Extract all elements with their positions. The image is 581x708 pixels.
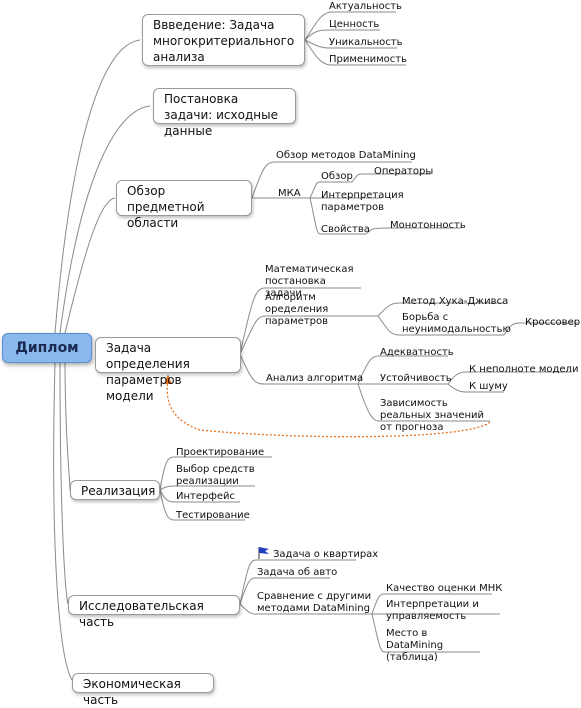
leaf-tool-choice[interactable]: Выбор средств реализации bbox=[176, 464, 255, 487]
leaf-stability[interactable]: Устойчивость bbox=[380, 373, 452, 384]
node-domain-review[interactable]: Обзор предметной области bbox=[116, 180, 252, 230]
leaf-testing[interactable]: Тестирование bbox=[176, 510, 250, 521]
leaf-ols-quality[interactable]: Качество оценки МНК bbox=[386, 583, 503, 594]
leaf-model-incompleteness[interactable]: К неполноте модели bbox=[469, 364, 579, 375]
leaf-apartments-task[interactable]: Задача о квартирах bbox=[273, 549, 379, 560]
node-introduction[interactable]: Ввведение: Задача многокритериального ан… bbox=[142, 14, 305, 66]
node-implementation[interactable]: Реализация bbox=[70, 480, 160, 500]
leaf-noise[interactable]: К шуму bbox=[469, 381, 508, 392]
leaf-uniqueness[interactable]: Уникальность bbox=[329, 37, 403, 48]
relationship-arrow bbox=[166, 379, 491, 438]
node-parameter-task[interactable]: Задача определения параметров модели bbox=[95, 337, 241, 403]
leaf-datamining-review[interactable]: Обзор методов DataMining bbox=[276, 150, 416, 161]
leaf-properties[interactable]: Свойства bbox=[321, 224, 370, 235]
leaf-value[interactable]: Ценность bbox=[329, 19, 380, 30]
leaf-hooke-jeeves[interactable]: Метод Хука-Дживса bbox=[402, 296, 509, 307]
leaf-forecast-dependency[interactable]: Зависимость реальных значений от прогноз… bbox=[380, 398, 485, 433]
leaf-parameter-interpretation[interactable]: Интерпретация параметров bbox=[321, 190, 404, 213]
leaf-applicability[interactable]: Применимость bbox=[329, 54, 407, 65]
leaf-interpretation-control[interactable]: Интерпретации и управляемость bbox=[386, 599, 479, 622]
node-research[interactable]: Исследовательская часть bbox=[68, 595, 240, 629]
leaf-adequacy[interactable]: Адекватность bbox=[380, 347, 454, 358]
leaf-parameter-algorithm[interactable]: Алгоритм оределения параметров bbox=[265, 292, 329, 327]
leaf-interface[interactable]: Интерфейс bbox=[176, 491, 236, 502]
leaf-monotonicity[interactable]: Монотонность bbox=[390, 220, 466, 231]
flag-icon bbox=[258, 547, 269, 559]
node-problem-statement[interactable]: Постановка задачи: исходные данные bbox=[153, 88, 296, 138]
leaf-mka[interactable]: МКА bbox=[278, 188, 301, 199]
leaf-datamining-place[interactable]: Место в DataMining (таблица) bbox=[386, 628, 444, 663]
leaf-relevance[interactable]: Актуальность bbox=[329, 1, 402, 12]
leaf-auto-task[interactable]: Задача об авто bbox=[257, 567, 338, 578]
leaf-comparison[interactable]: Сравнение с другими методами DataMining bbox=[257, 591, 372, 614]
leaf-algorithm-analysis[interactable]: Анализ алгоритма bbox=[266, 373, 364, 384]
mindmap-connectors bbox=[53, 11, 578, 681]
leaf-design[interactable]: Проектирование bbox=[176, 447, 265, 458]
leaf-review[interactable]: Обзор bbox=[321, 171, 353, 182]
leaf-operators[interactable]: Операторы bbox=[374, 166, 434, 177]
leaf-nonunimodality[interactable]: Борьба с неунимодальностью bbox=[402, 312, 511, 335]
node-economics[interactable]: Экономическая часть bbox=[72, 673, 214, 707]
leaf-crossover[interactable]: Кроссовер bbox=[525, 317, 581, 328]
leaf-math-statement[interactable]: Математическая постановка задачи bbox=[265, 264, 354, 299]
root-node-diploma[interactable]: Диплом bbox=[2, 333, 92, 363]
